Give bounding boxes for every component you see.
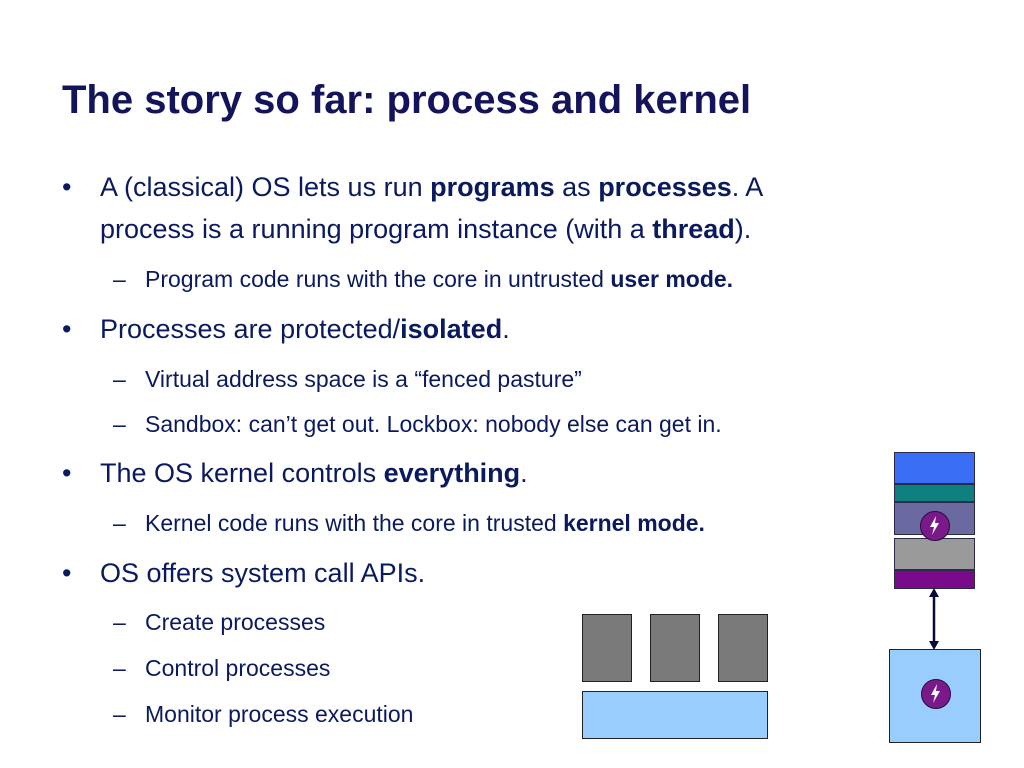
bullet-glyph: • [62,558,72,588]
stack-segment-blue [894,452,975,484]
sub-bullet-4-1: – Create processes [113,609,326,635]
bullet-glyph: • [62,172,72,202]
dash-glyph: – [113,510,126,536]
lightning-bolt-icon [920,511,950,541]
stack-segment-purple [894,570,975,589]
process-box-1 [582,614,632,682]
dash-glyph: – [113,609,126,635]
sub-bullet-4-3: – Monitor process execution [113,701,414,727]
bullet-4: • OS offers system call APIs. [62,552,762,594]
process-box-3 [718,614,768,682]
bullet-glyph: • [62,458,72,488]
lightning-bolt-icon [921,679,951,709]
kernel-box [582,691,768,739]
dash-glyph: – [113,266,126,292]
process-box-2 [650,614,700,682]
dash-glyph: – [113,655,126,681]
bullet-1: • A (classical) OS lets us run programs … [62,166,962,250]
dash-glyph: – [113,411,126,437]
bullet-3: • The OS kernel controls everything. [62,452,862,494]
sub-bullet-3-1: – Kernel code runs with the core in trus… [113,510,705,536]
slide-title: The story so far: process and kernel [62,78,752,122]
sub-bullet-2-2: – Sandbox: can’t get out. Lockbox: nobod… [113,411,722,437]
sub-bullet-4-2: – Control processes [113,655,331,681]
bullet-2: • Processes are protected/isolated. [62,308,962,350]
stack-segment-gray [894,538,975,570]
bullet-glyph: • [62,314,72,344]
dash-glyph: – [113,701,126,727]
bullet-1-text: A (classical) OS lets us run programs as… [100,172,764,244]
sub-bullet-2-1: – Virtual address space is a “fenced pas… [113,366,582,392]
sub-bullet-1-1: – Program code runs with the core in unt… [113,266,734,292]
double-arrow-icon [929,588,939,650]
stack-segment-teal [894,484,975,502]
dash-glyph: – [113,366,126,392]
